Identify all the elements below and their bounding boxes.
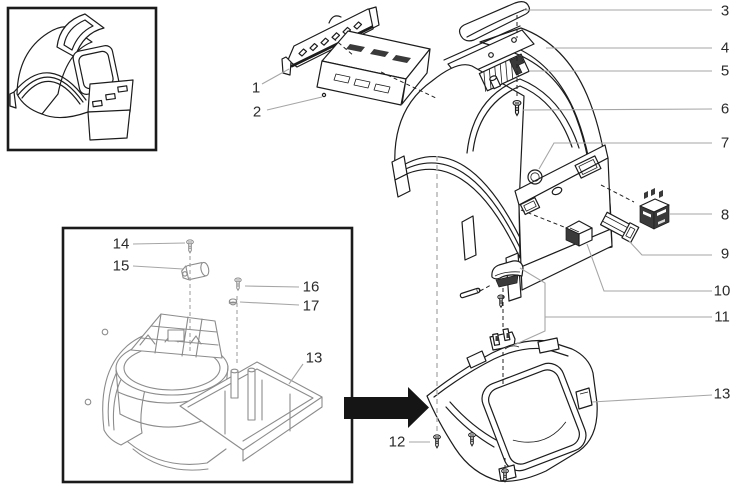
- part-12-screw-a: [433, 434, 441, 449]
- part-2-filter-box: [316, 30, 431, 106]
- part-16-screw: [234, 277, 242, 291]
- callout-1: 1: [251, 79, 261, 97]
- callout-4: 4: [720, 39, 730, 57]
- callout-13: 13: [713, 385, 731, 403]
- inset-assembled-view: [6, 6, 158, 152]
- part-11-knob-assembly: [459, 260, 524, 351]
- callout-8: 8: [720, 206, 730, 224]
- callout-11: 11: [714, 308, 730, 326]
- callout-16: 16: [302, 278, 320, 296]
- callout-2: 2: [252, 103, 262, 121]
- callout-17: 17: [302, 297, 320, 315]
- callout-leader-lines: [132, 9, 713, 443]
- assembly-dashed-lines: [189, 15, 635, 468]
- inner-window: [466, 78, 580, 154]
- callout-15: 15: [112, 257, 130, 275]
- dome: [394, 64, 525, 259]
- direction-arrow: [344, 387, 429, 428]
- part-13-bezel-frame: [426, 337, 598, 482]
- main-cover-shroud: [391, 25, 613, 302]
- part-9-sleeve: [599, 211, 640, 244]
- part-1-grille-bracket: [281, 6, 380, 76]
- callout-7: 7: [720, 134, 730, 152]
- bezel-opening: [481, 362, 587, 472]
- callout-12: 12: [388, 433, 406, 451]
- motor-box-border: [61, 226, 354, 484]
- part-3-handle-cap: [458, 1, 531, 42]
- callout-14: 14: [112, 235, 130, 253]
- callout-10: 10: [713, 282, 731, 300]
- part-14-screw: [186, 239, 194, 254]
- part-10-block: [565, 220, 593, 247]
- bracket-holes: [298, 21, 363, 57]
- pin: [459, 287, 481, 299]
- callout-9: 9: [720, 245, 730, 263]
- callout-3: 3: [720, 2, 730, 20]
- callout-6: 6: [720, 100, 730, 118]
- callout-13-inset: 13: [305, 349, 323, 367]
- part-17-nut: [228, 298, 238, 306]
- callout-5: 5: [720, 62, 730, 80]
- handle-arch: [479, 27, 613, 251]
- grommet-hole: [527, 169, 543, 185]
- part-15-clamp: [181, 261, 210, 281]
- part-8-power-switch: [639, 188, 670, 230]
- vent-slots: [346, 44, 411, 63]
- inset-motor-assembly: [61, 226, 354, 484]
- inset-box-border: [6, 6, 158, 152]
